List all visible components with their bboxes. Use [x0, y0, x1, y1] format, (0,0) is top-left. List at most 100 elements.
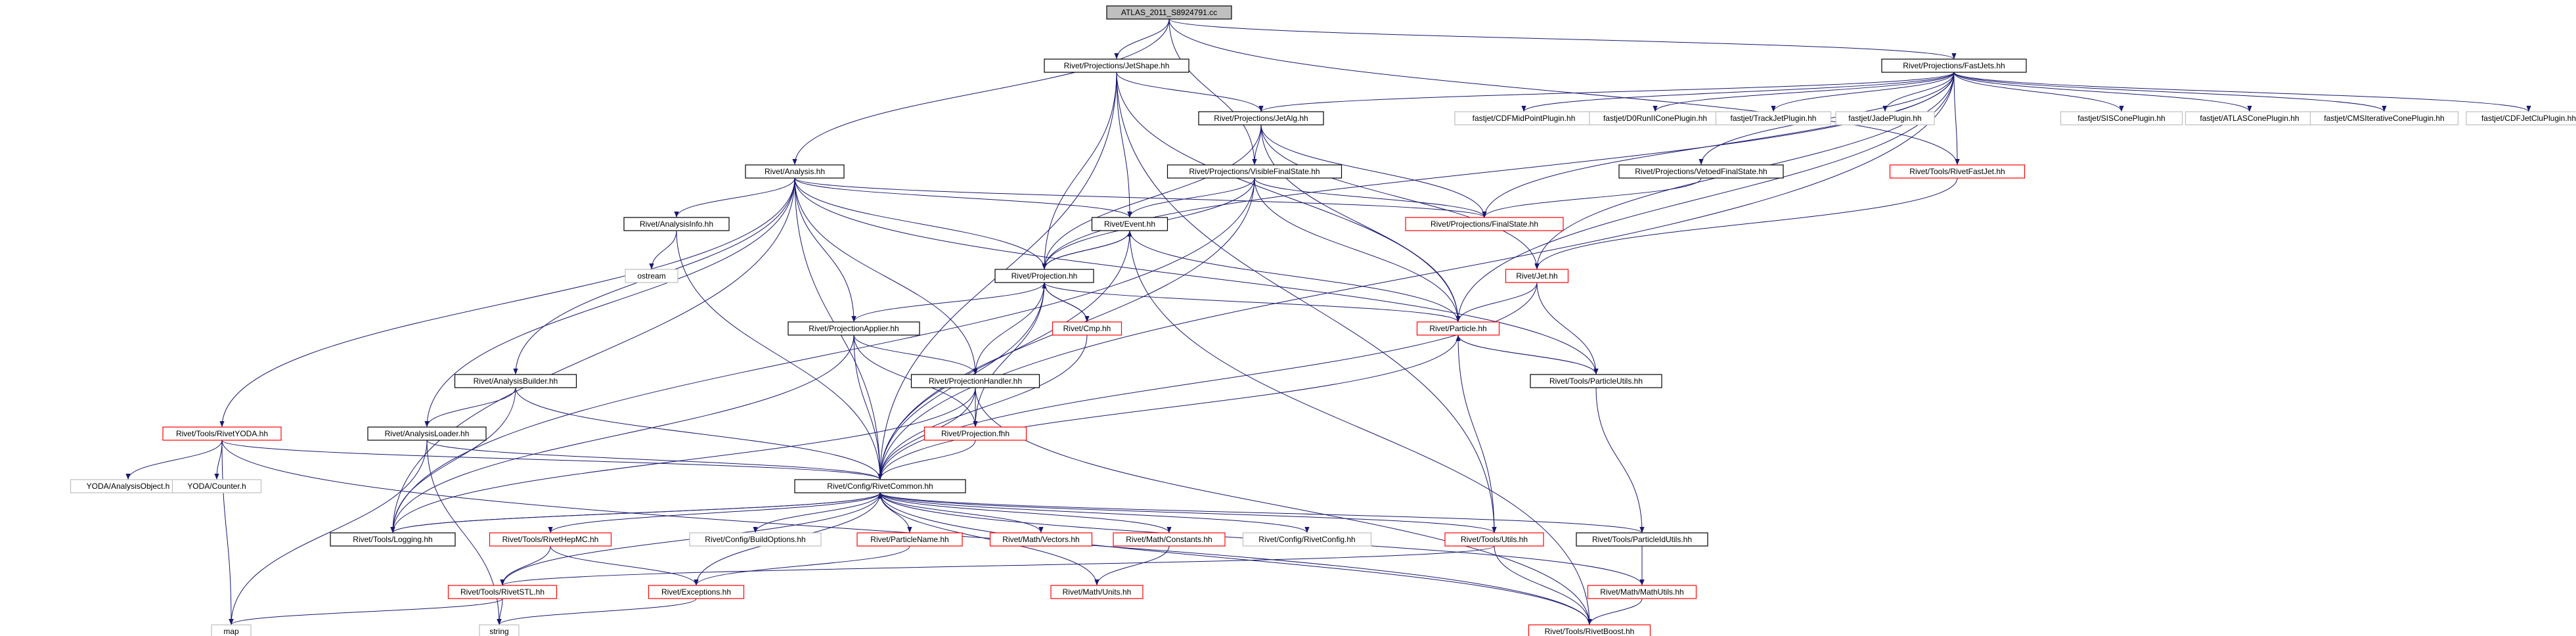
- node-jetalg[interactable]: Rivet/Projections/JetAlg.hh: [1198, 111, 1324, 125]
- node-rivetyoda[interactable]: Rivet/Tools/RivetYODA.hh: [162, 426, 282, 441]
- node-rivetboost[interactable]: Rivet/Tools/RivetBoost.hh: [1528, 624, 1651, 636]
- node-utils[interactable]: Rivet/Tools/Utils.hh: [1444, 532, 1544, 547]
- node-box: [171, 479, 262, 493]
- node-box: [994, 269, 1094, 283]
- node-box: [856, 532, 963, 547]
- node-mathutils[interactable]: Rivet/Math/MathUtils.hh: [1587, 585, 1697, 599]
- node-units[interactable]: Rivet/Math/Units.hh: [1050, 585, 1144, 599]
- edge-rivetcommon-to-buildoptions: [753, 492, 881, 534]
- node-analysisloader[interactable]: Rivet/AnalysisLoader.hh: [367, 426, 487, 441]
- node-atlascone: fastjet/ATLASConePlugin.hh: [2185, 111, 2315, 125]
- node-particleutils[interactable]: Rivet/Tools/ParticleUtils.hh: [1530, 374, 1662, 388]
- node-rivetstl[interactable]: Rivet/Tools/RivetSTL.hh: [447, 585, 558, 599]
- node-event[interactable]: Rivet/Event.hh: [1091, 217, 1168, 231]
- node-label: Rivet/ParticleName.hh: [870, 535, 948, 544]
- edge-analysisbuilder-to-analysisloader: [424, 387, 516, 428]
- edge-jetshape-to-projection: [1042, 72, 1117, 270]
- node-analysis[interactable]: Rivet/Analysis.hh: [745, 164, 845, 179]
- node-label: Rivet/Math/Constants.hh: [1126, 535, 1212, 544]
- edge-analysisinfo-to-rivetcommon: [676, 230, 883, 480]
- node-logging[interactable]: Rivet/Tools/Logging.hh: [330, 532, 456, 547]
- edge-particle-to-rivetcommon: [877, 334, 1459, 480]
- node-label: Rivet/Projection.fhh: [941, 429, 1010, 438]
- edge-projection-to-projapplier: [851, 282, 1045, 323]
- node-particlename[interactable]: Rivet/ParticleName.hh: [856, 532, 963, 547]
- node-box: [788, 321, 920, 336]
- node-jetshape[interactable]: Rivet/Projections/JetShape.hh: [1044, 58, 1189, 73]
- node-box: [454, 374, 577, 388]
- edge-rivetyoda-to-yodaao: [125, 440, 223, 480]
- edge-vetoedfs-to-finalstate: [1482, 177, 1702, 218]
- node-label: Rivet/Projections/FinalState.hh: [1431, 219, 1538, 229]
- edge-event-to-rivetboost: [1129, 230, 1592, 625]
- node-rivethepmc[interactable]: Rivet/Tools/RivetHepMC.hh: [489, 532, 612, 547]
- node-rivetconfig: Rivet/Config/RivetConfig.hh: [1242, 532, 1372, 547]
- node-box: [794, 479, 966, 493]
- node-label: fastjet/SISConePlugin.hh: [2077, 114, 2165, 123]
- edge-rivetcommon-to-vectors: [879, 492, 1044, 534]
- node-particle[interactable]: Rivet/Particle.hh: [1416, 321, 1500, 336]
- node-analysisinfo[interactable]: Rivet/AnalysisInfo.hh: [623, 217, 730, 231]
- node-label: Rivet/Exceptions.hh: [661, 587, 731, 597]
- node-root[interactable]: ATLAS_2011_S8924791.cc: [1106, 5, 1232, 20]
- node-box: [1530, 374, 1662, 388]
- node-projectionfhh[interactable]: Rivet/Projection.fhh: [923, 426, 1027, 441]
- node-box: [923, 426, 1027, 441]
- node-jet[interactable]: Rivet/Jet.hh: [1505, 269, 1569, 283]
- node-analysisbuilder[interactable]: Rivet/AnalysisBuilder.hh: [454, 374, 577, 388]
- edge-visiblefs-to-event: [1127, 177, 1255, 218]
- node-box: [330, 532, 456, 547]
- edge-rivetcommon-to-rivetconfig: [879, 492, 1310, 534]
- edge-analysis-to-projapplier: [794, 177, 856, 323]
- node-box: [489, 532, 612, 547]
- node-constants[interactable]: Rivet/Math/Constants.hh: [1113, 532, 1226, 547]
- edge-jet-to-particle: [1455, 282, 1538, 323]
- node-label: Rivet/Projections/FastJets.hh: [1903, 61, 2005, 70]
- node-cmp[interactable]: Rivet/Cmp.hh: [1052, 321, 1122, 336]
- node-exceptions[interactable]: Rivet/Exceptions.hh: [648, 585, 745, 599]
- node-projection[interactable]: Rivet/Projection.hh: [994, 269, 1094, 283]
- node-label: fastjet/ATLASConePlugin.hh: [2200, 114, 2299, 123]
- edge-fastjets-to-rivetfastjet: [1953, 72, 1960, 166]
- node-particleidutils[interactable]: Rivet/Tools/ParticleIdUtils.hh: [1576, 532, 1708, 547]
- node-box: [1050, 585, 1144, 599]
- node-box: [2309, 111, 2459, 125]
- node-projhandler[interactable]: Rivet/ProjectionHandler.hh: [910, 374, 1040, 388]
- node-label: Rivet/Cmp.hh: [1063, 324, 1111, 333]
- nodes-layer: ATLAS_2011_S8924791.ccRivet/Projections/…: [70, 5, 2576, 636]
- node-rivetfastjet[interactable]: Rivet/Tools/RivetFastJet.hh: [1889, 164, 2026, 179]
- edge-projection-to-particle: [1044, 282, 1461, 323]
- edge-analysis-to-projection: [794, 177, 1047, 270]
- node-box: [910, 374, 1040, 388]
- node-label: Rivet/AnalysisInfo.hh: [640, 219, 713, 229]
- edge-root-to-visiblefs: [1168, 18, 1257, 166]
- edge-fastjets-to-d0run: [1653, 72, 1955, 112]
- edge-analysis-to-event: [794, 177, 1132, 218]
- node-vectors[interactable]: Rivet/Math/Vectors.hh: [989, 532, 1093, 547]
- node-label: ATLAS_2011_S8924791.cc: [1121, 8, 1217, 17]
- node-label: fastjet/CDFMidPointPlugin.hh: [1473, 114, 1576, 123]
- node-yodaao: YODA/AnalysisObject.h: [70, 479, 187, 493]
- node-rivetcommon[interactable]: Rivet/Config/RivetCommon.hh: [794, 479, 966, 493]
- node-box: [2060, 111, 2183, 125]
- node-projapplier[interactable]: Rivet/ProjectionApplier.hh: [788, 321, 920, 336]
- node-label: Rivet/Tools/RivetYODA.hh: [176, 429, 268, 438]
- edge-particlename-to-exceptions: [694, 545, 910, 586]
- node-vetoedfs[interactable]: Rivet/Projections/VetoedFinalState.hh: [1618, 164, 1784, 179]
- edge-analysis-to-analysisloader: [424, 177, 795, 428]
- node-finalstate[interactable]: Rivet/Projections/FinalState.hh: [1405, 217, 1564, 231]
- edge-analysis-to-analysisinfo: [674, 177, 795, 218]
- node-box: [211, 624, 252, 636]
- edge-jetalg-to-visiblefs: [1252, 124, 1262, 166]
- node-visiblefs[interactable]: Rivet/Projections/VisibleFinalState.hh: [1166, 164, 1343, 179]
- edge-rivetstl-to-string: [497, 598, 503, 625]
- edge-event-to-rivetcommon: [877, 230, 1130, 480]
- edge-fastjets-to-trackjet: [1771, 72, 1955, 112]
- node-box: [1044, 58, 1189, 73]
- node-label: YODA/Counter.h: [187, 482, 246, 491]
- edge-fastjets-to-cdfjetclu: [1953, 72, 2531, 112]
- node-fastjets[interactable]: Rivet/Projections/FastJets.hh: [1881, 58, 2027, 73]
- edge-particleutils-to-particle: [1455, 334, 1597, 375]
- edge-event-to-particle: [1129, 230, 1461, 323]
- node-box: [162, 426, 282, 441]
